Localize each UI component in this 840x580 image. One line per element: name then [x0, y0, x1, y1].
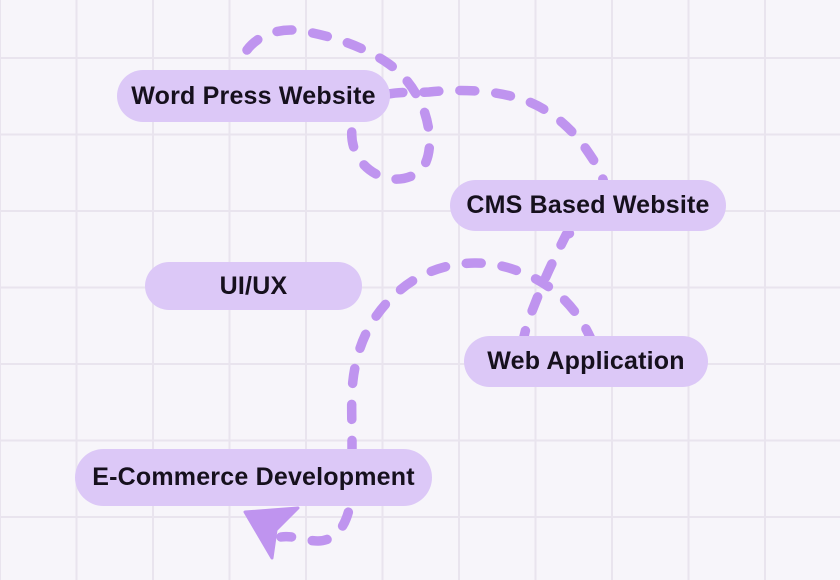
node-label: E-Commerce Development: [92, 463, 415, 491]
node-ui-ux: UI/UX: [145, 262, 362, 310]
node-label: Word Press Website: [131, 81, 376, 110]
node-cms-based-website: CMS Based Website: [450, 180, 726, 231]
node-label: Web Application: [487, 347, 685, 375]
node-wordpress-website: Word Press Website: [117, 70, 390, 122]
arrow-icon: [243, 506, 300, 560]
node-web-application: Web Application: [464, 336, 708, 387]
flow-dashed-path: [242, 25, 610, 546]
node-label: CMS Based Website: [466, 191, 710, 219]
node-label: UI/UX: [219, 271, 288, 300]
node-ecommerce-development: E-Commerce Development: [75, 449, 432, 506]
